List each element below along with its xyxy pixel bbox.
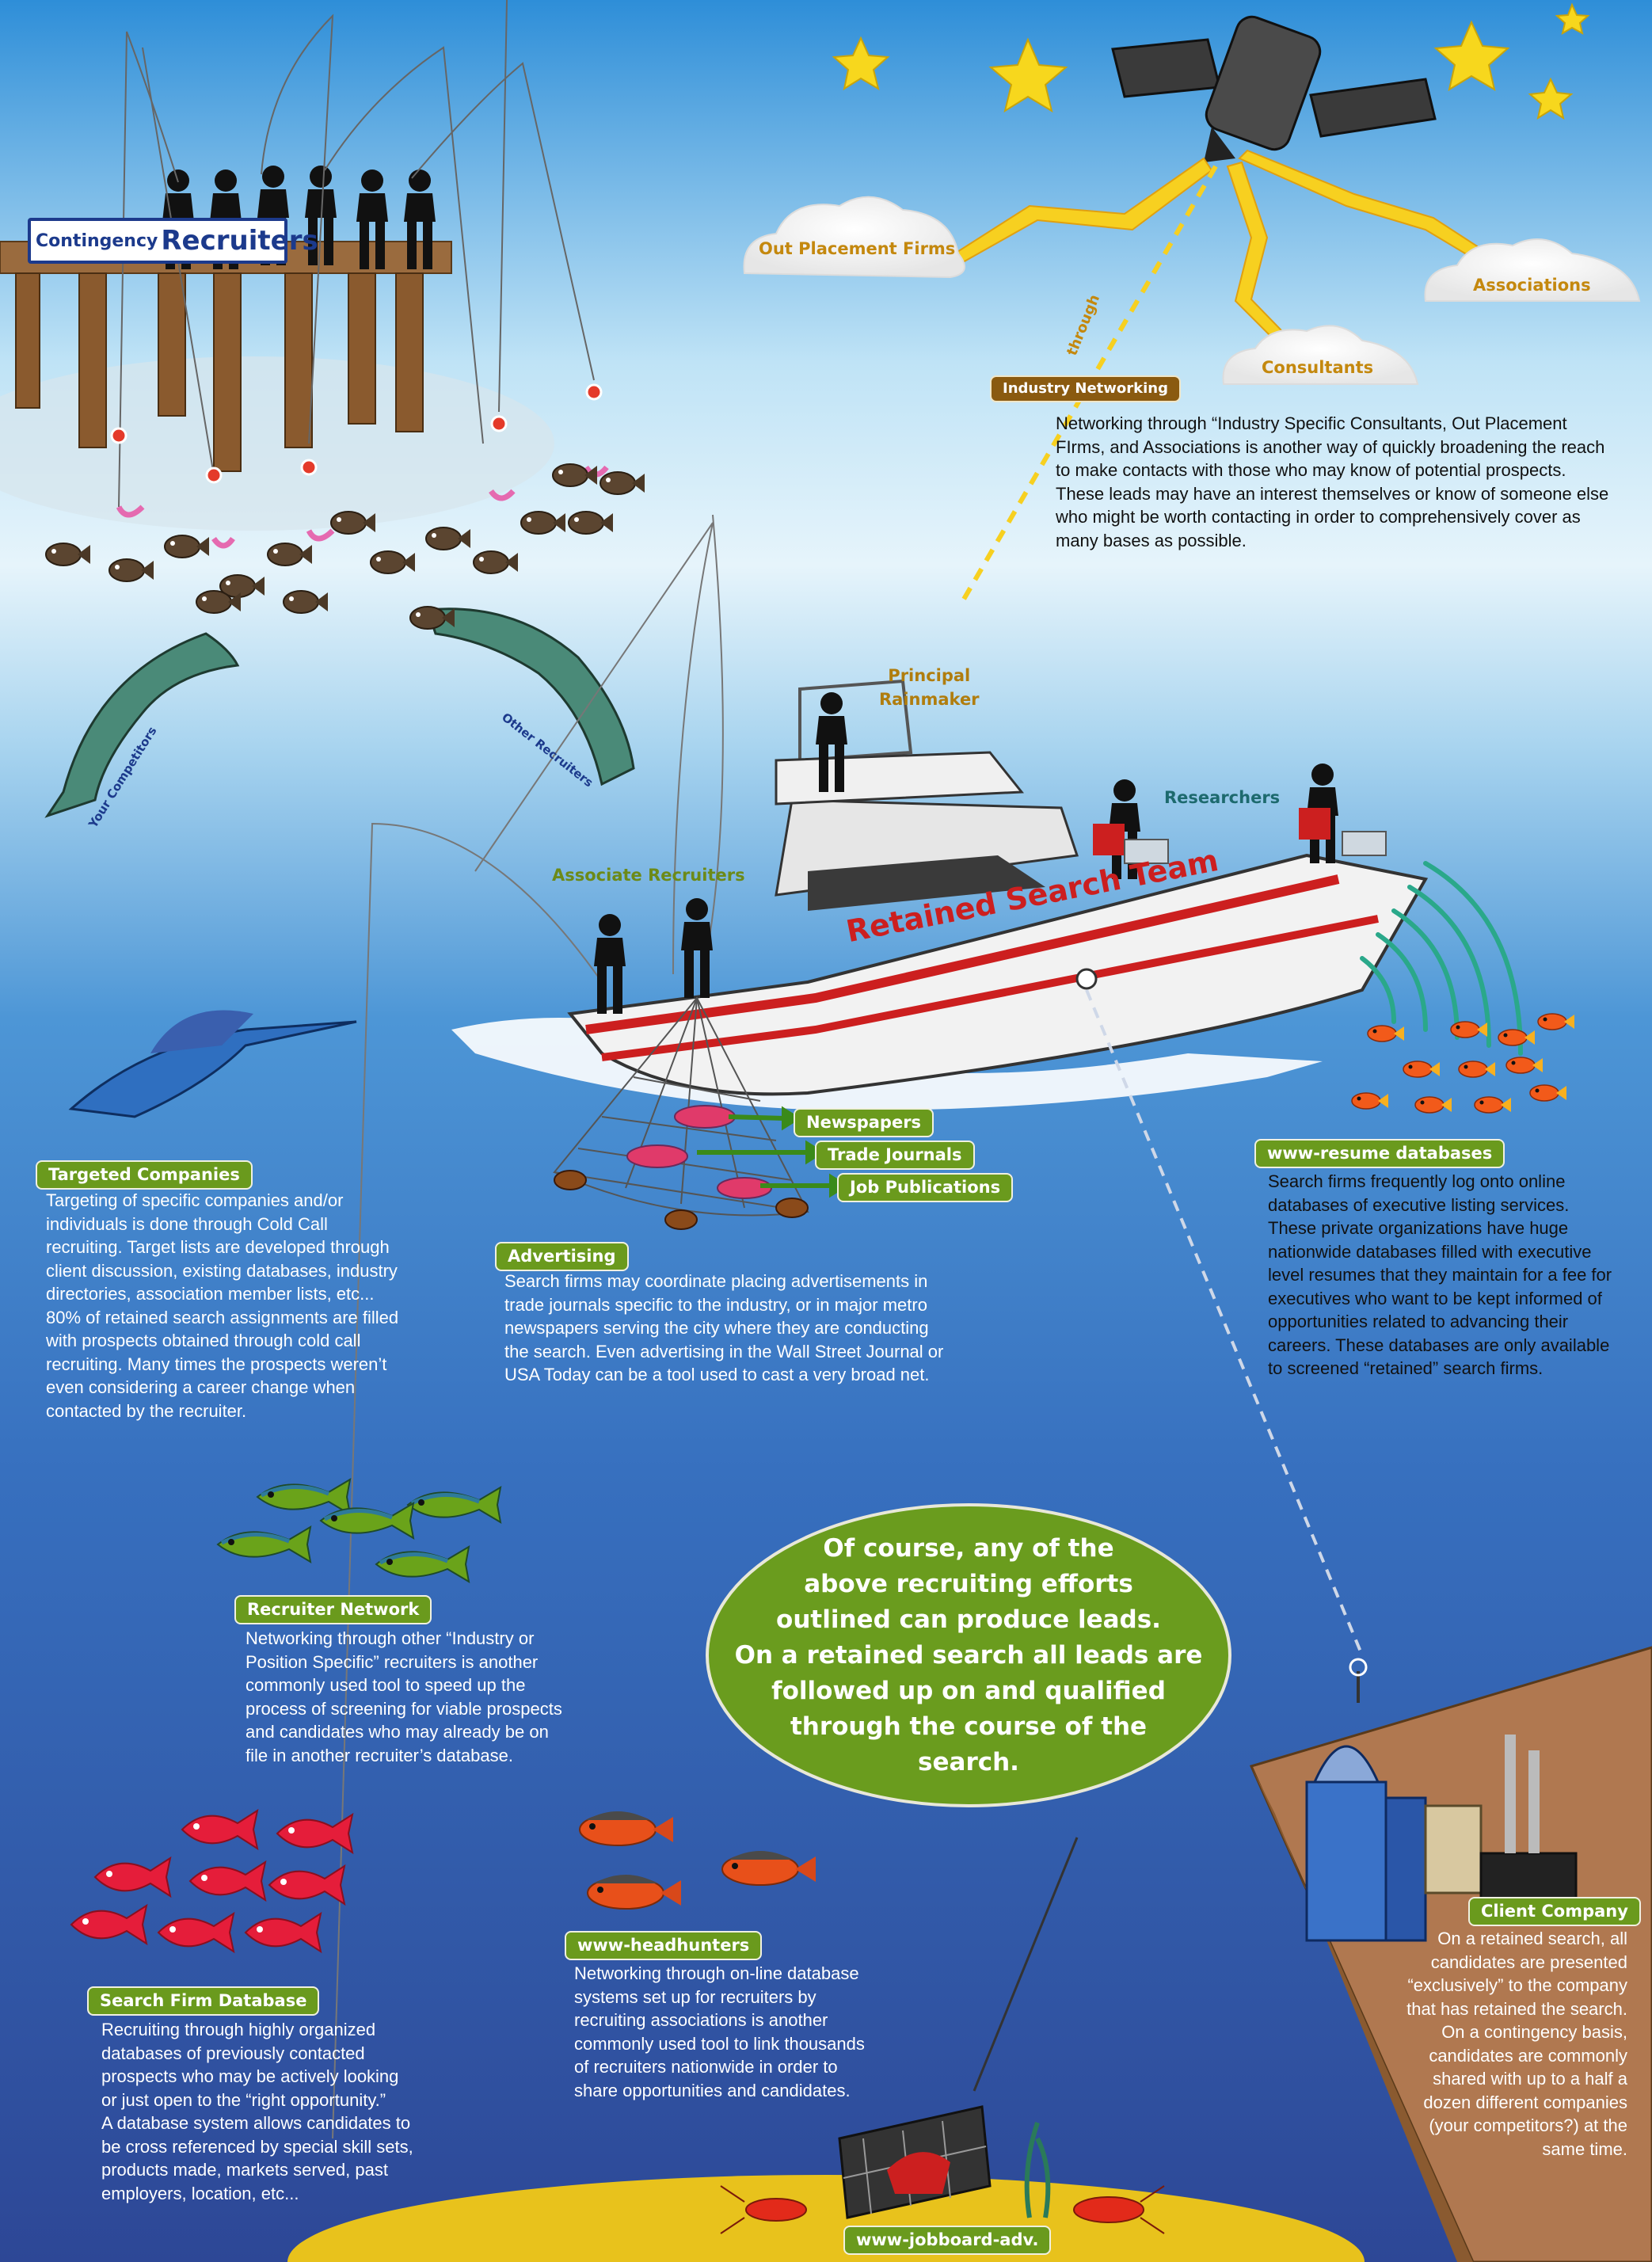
headhunters-title: www-headhunters	[565, 1931, 763, 1961]
seaweed	[1024, 2122, 1051, 2218]
lobster-right	[1073, 2185, 1165, 2234]
contingency-recruiters-sign: Contingency Recruiters	[28, 218, 318, 264]
researchers-label: Researchers	[1164, 788, 1281, 807]
shark-other-recruiters	[409, 606, 635, 786]
sign-word-recruiters: Recruiters	[161, 225, 318, 257]
satellite-icon	[1111, 15, 1437, 162]
out-placement-firms-label: Out Placement Firms	[759, 239, 956, 258]
industry-networking-text: Networking through “Industry Specific Co…	[1056, 413, 1609, 550]
tag-job-publications: Job Publications	[837, 1173, 1014, 1203]
lobster-trap	[838, 2105, 992, 2219]
recruiter-network-title: Recruiter Network	[234, 1595, 432, 1625]
associate-recruiters-label: Associate Recruiters	[552, 866, 745, 885]
star-icon	[832, 2, 1590, 120]
tag-trade-journals: Trade Journals	[815, 1141, 975, 1171]
jobboard-title: www-jobboard-adv.	[843, 2226, 1052, 2256]
consultants-label: Consultants	[1262, 358, 1374, 377]
principal-rainmaker-label: Principal Rainmaker	[879, 666, 980, 709]
tag-newspapers: Newspapers	[794, 1108, 934, 1138]
search-firm-database-title: Search Firm Database	[87, 1986, 320, 2016]
client-company-title: Client Company	[1468, 1897, 1641, 1927]
marlin-fish	[68, 1010, 357, 1118]
summary-bubble-shape	[706, 1503, 1231, 1807]
lobster-left	[720, 2185, 807, 2234]
seafloor	[287, 2175, 1365, 2262]
advertising-text: Search firms may coordinate placing adve…	[504, 1271, 944, 1384]
targeted-companies-title: Targeted Companies	[36, 1160, 253, 1190]
resume-databases-title: www-resume databases	[1254, 1139, 1505, 1169]
boat	[567, 679, 1429, 1096]
industry-networking-title: Industry Networking	[990, 375, 1181, 402]
associations-label: Associations	[1473, 276, 1591, 295]
advertising-title: Advertising	[495, 1242, 629, 1272]
shark-your-competitors	[44, 632, 240, 818]
sign-word-contingency: Contingency	[36, 230, 158, 251]
